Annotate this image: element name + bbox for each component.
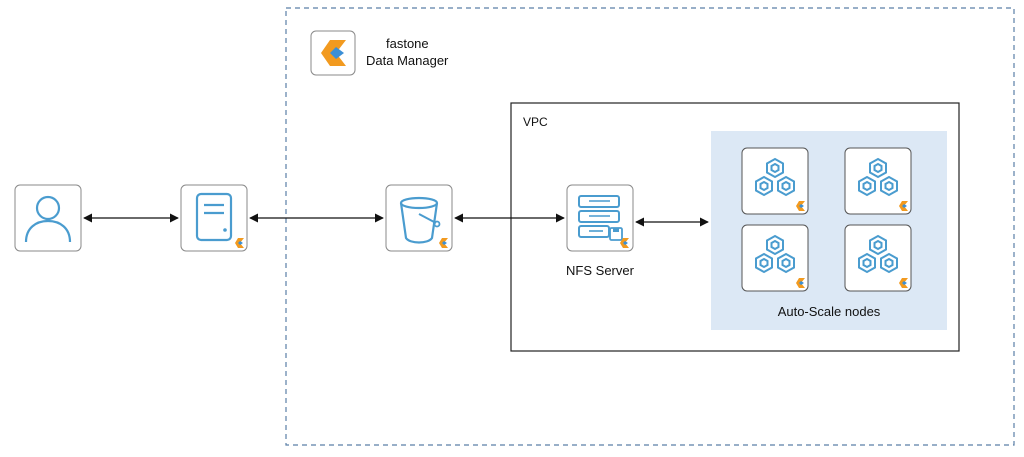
compute-cluster-icon <box>741 147 809 215</box>
brand-name: fastone <box>386 36 429 51</box>
fastone-badge-icon <box>620 238 629 248</box>
fastone-badge-icon <box>235 238 244 248</box>
autoscale-label: Auto-Scale nodes <box>777 304 881 319</box>
storage-bucket-icon <box>385 184 453 252</box>
fastone-logo-icon <box>310 30 356 76</box>
user-icon <box>14 184 82 252</box>
compute-cluster-icon <box>844 147 912 215</box>
vpc-boundary <box>510 102 960 352</box>
brand-product: Data Manager <box>366 53 449 68</box>
server-icon <box>180 184 248 252</box>
compute-cluster-icon <box>741 224 809 292</box>
vpc-label: VPC <box>523 115 548 129</box>
data-manager-boundary <box>285 7 1015 446</box>
fastone-badge-icon <box>439 238 448 248</box>
nfs-server-icon <box>566 184 634 252</box>
nfs-server-label: NFS Server <box>566 263 634 278</box>
compute-cluster-icon <box>844 224 912 292</box>
